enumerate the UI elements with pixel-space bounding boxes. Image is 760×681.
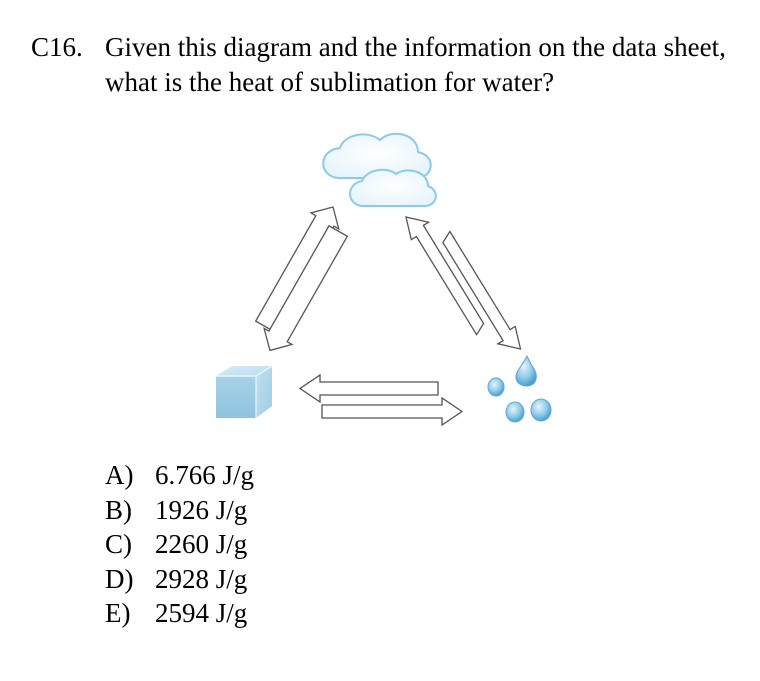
question-text: Given this diagram and the information o…: [105, 32, 726, 97]
arrow-liquid-to-solid: [298, 373, 439, 404]
choice-letter: A): [105, 460, 134, 490]
choice-letter: B): [105, 494, 132, 525]
choice-letter: C): [105, 529, 132, 559]
choice-d[interactable]: D) 2928 J/g: [105, 562, 254, 597]
choice-letter: E): [105, 598, 131, 628]
cloud-icon: [322, 132, 437, 207]
question-number: C16.: [31, 32, 83, 62]
choice-c[interactable]: C) 2260 J/g: [105, 527, 254, 562]
choice-a[interactable]: A) 6.766 J/g: [105, 458, 254, 493]
arrow-gas-to-solid: [263, 224, 349, 352]
choice-text: 2928 J/g: [155, 563, 248, 594]
arrow-gas-to-liquid: [442, 230, 522, 350]
answer-choices: A) 6.766 J/g B) 1926 J/g C) 2260 J/g D) …: [105, 458, 254, 631]
choice-text: 6.766 J/g: [155, 460, 255, 490]
choice-text: 2260 J/g: [155, 529, 248, 559]
water-droplets-icon: [487, 354, 552, 423]
choice-e[interactable]: E) 2594 J/g: [105, 596, 254, 631]
ice-cube-icon: [216, 365, 273, 418]
choice-letter: D): [105, 563, 134, 594]
choice-b[interactable]: B) 1926 J/g: [105, 493, 254, 528]
choice-text: 1926 J/g: [155, 494, 248, 525]
arrow-solid-to-liquid: [321, 396, 464, 427]
arrow-liquid-to-gas: [405, 216, 485, 336]
choice-text: 2594 J/g: [155, 598, 248, 628]
